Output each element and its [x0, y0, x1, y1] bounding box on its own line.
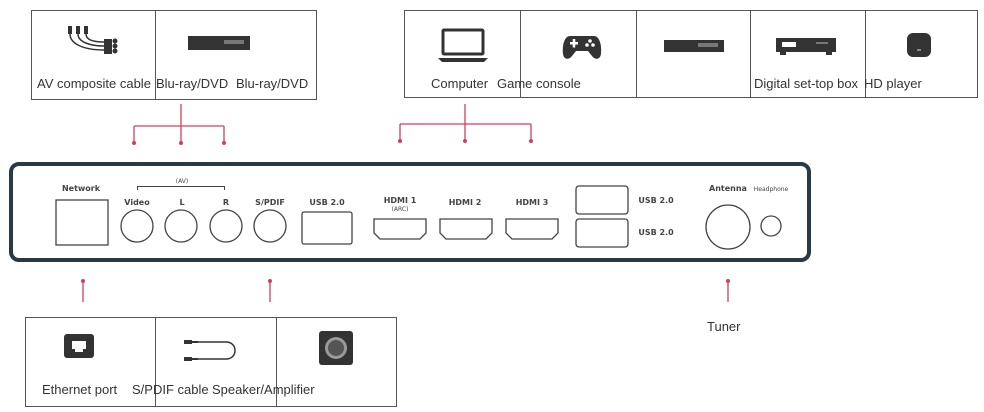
ethernet-port-icon: [63, 333, 95, 359]
divider: [155, 10, 156, 100]
caption-computer: Computer: [431, 76, 489, 91]
speaker-icon: [318, 330, 354, 366]
gamepad-icon: [562, 32, 602, 62]
caption-game-console: Game console: [497, 76, 581, 91]
top-right-device-group: [404, 10, 978, 98]
caption-ethernet-port: Ethernet port: [42, 382, 118, 397]
usb-top-port: [575, 185, 629, 215]
label-tuner: Tuner: [707, 319, 741, 334]
hd-player-icon: [906, 32, 932, 58]
spdif-cable-icon: [182, 335, 242, 365]
divider: [276, 317, 277, 407]
label-network: Network: [61, 184, 101, 193]
divider: [520, 10, 521, 98]
hdmi2-port: [439, 218, 493, 240]
av-cable-icon: [64, 24, 124, 64]
set-top-box-icon: [776, 36, 836, 56]
label-hdmi1: HDMI 1: [383, 196, 417, 205]
headphone-port: [760, 215, 782, 237]
hdmi3-port: [505, 218, 559, 240]
caption-bluray-dvd-2: Blu-ray/DVD: [236, 76, 309, 91]
label-av-group: (AV): [175, 178, 189, 185]
network-port: [55, 199, 109, 246]
label-headphone: Headphone: [753, 186, 789, 193]
audio-r-port: [209, 209, 243, 243]
label-hdmi3: HDMI 3: [515, 198, 549, 207]
top-left-device-group: [31, 10, 317, 100]
video-port: [120, 209, 154, 243]
divider: [636, 10, 637, 98]
label-spdif: S/PDIF: [255, 198, 285, 207]
label-video: Video: [124, 198, 150, 207]
label-usb-top: USB 2.0: [638, 196, 674, 205]
label-hdmi2: HDMI 2: [448, 198, 482, 207]
label-antenna: Antenna: [709, 184, 747, 193]
divider: [750, 10, 751, 98]
dvd-player-icon: [664, 38, 724, 54]
caption-hd-player: HD player: [864, 76, 922, 91]
caption-digital-set-top-box: Digital set-top box: [754, 76, 859, 91]
hdmi1-port: [373, 218, 427, 240]
label-usb-bottom: USB 2.0: [638, 228, 674, 237]
audio-l-port: [164, 209, 198, 243]
label-hdmi1-arc: (ARC): [391, 206, 409, 213]
divider: [865, 10, 866, 98]
label-usb-main: USB 2.0: [309, 198, 345, 207]
caption-spdif-cable: S/PDIF cable: [132, 382, 209, 397]
spdif-port: [253, 209, 287, 243]
caption-speaker-amplifier: Speaker/Amplifier: [212, 382, 315, 397]
usb-main-port: [301, 211, 353, 245]
divider: [155, 317, 156, 407]
antenna-port: [705, 204, 751, 250]
bluray-player-icon: [188, 34, 250, 52]
usb-bottom-port: [575, 218, 629, 248]
caption-bluray-dvd-1: Blu-ray/DVD: [156, 76, 229, 91]
laptop-icon: [436, 28, 490, 64]
caption-av-composite-cable: AV composite cable: [37, 76, 151, 91]
label-l: L: [179, 198, 185, 207]
av-group-bracket: [137, 186, 225, 190]
label-r: R: [222, 198, 230, 207]
